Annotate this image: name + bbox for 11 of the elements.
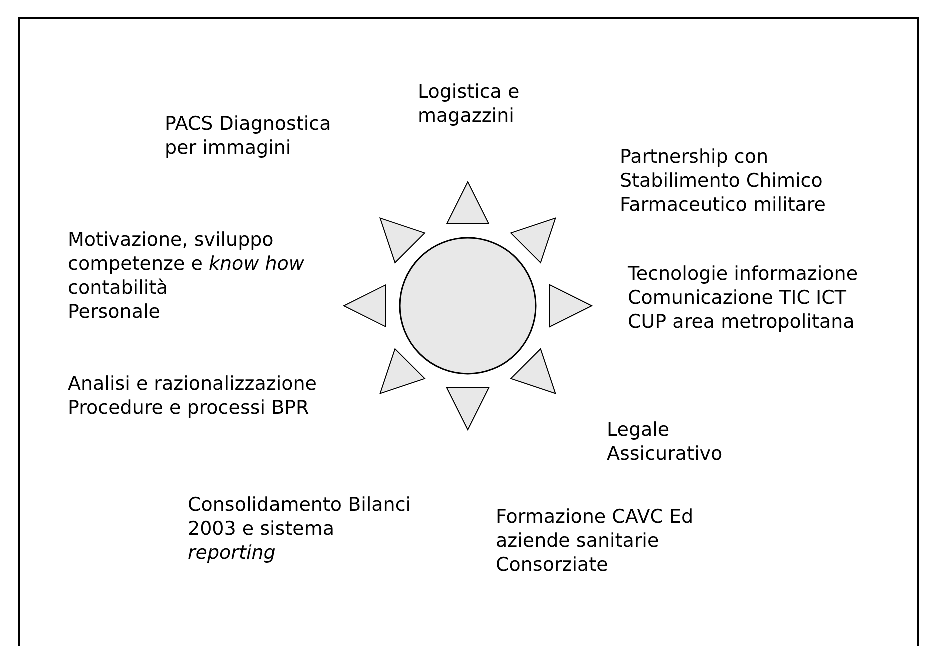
topic-label: Personale bbox=[68, 300, 162, 324]
topic-label: contabilità bbox=[68, 276, 170, 300]
topic-label: Consolidamento Bilanci 2003 e sistema reporting bbox=[188, 493, 412, 565]
sun-circle bbox=[399, 237, 537, 375]
topic-label: Legale Assicurativo bbox=[607, 418, 724, 466]
topic-label: Partnership con Stabilimento Chimico Farmaceutico militare bbox=[620, 145, 827, 217]
topic-label: Formazione CAVC Ed aziende sanitarie Consorziate bbox=[496, 505, 695, 577]
topic-label: Analisi e razionalizzazione Procedure e processi BPR bbox=[68, 372, 318, 420]
topic-label: Logistica e magazzini bbox=[418, 80, 521, 128]
topic-label: PACS Diagnostica per immagini bbox=[165, 112, 332, 160]
topic-label: Tecnologie informazione Comunicazione TIC ICT CUP area metropolitana bbox=[628, 262, 860, 334]
